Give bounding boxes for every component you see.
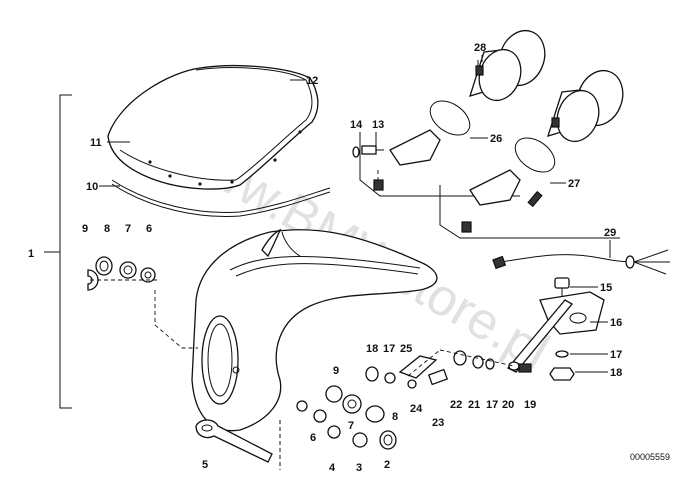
label-part-14: 14 (350, 119, 363, 131)
speedometer-assembly (359, 29, 546, 197)
label-part-11: 11 (90, 137, 102, 149)
edge-trim (111, 179, 331, 213)
cable-harness (492, 249, 670, 275)
label-part-6-left: 6 (146, 223, 152, 235)
label-part-25: 25 (400, 343, 412, 355)
label-part-13: 13 (372, 119, 384, 131)
grommet-stack-bottom (296, 385, 397, 450)
label-part-6: 6 (310, 432, 316, 444)
label-part-19: 19 (524, 399, 536, 411)
label-part-9: 9 (333, 365, 339, 377)
label-part-17-mid: 17 (486, 399, 498, 411)
label-part-2: 2 (384, 459, 390, 471)
washer-17 (555, 350, 569, 358)
label-part-10: 10 (86, 181, 98, 193)
grommet-stack-left (87, 256, 198, 349)
mounting-bracket (506, 277, 605, 373)
label-part-7-left: 7 (125, 223, 131, 235)
label-part-9-left: 9 (82, 223, 88, 235)
label-part-5: 5 (202, 459, 208, 471)
nut-18 (549, 367, 575, 381)
label-part-18-right: 18 (610, 367, 622, 379)
label-part-17: 17 (383, 343, 395, 355)
label-part-8-left: 8 (104, 223, 110, 235)
label-part-17-right: 17 (610, 349, 622, 361)
diagram-reference-number: 00005559 (630, 452, 670, 462)
fairing (191, 228, 438, 432)
windscreen (107, 64, 319, 190)
label-part-23: 23 (432, 417, 444, 429)
label-part-26: 26 (490, 133, 502, 145)
label-part-8: 8 (392, 411, 398, 423)
assembly-bracket (44, 94, 72, 409)
screw-13-14 (352, 145, 384, 158)
tachometer-assembly (439, 69, 624, 239)
label-part-3: 3 (356, 462, 362, 474)
label-part-21: 21 (468, 399, 480, 411)
label-part-1: 1 (28, 248, 34, 260)
label-part-20: 20 (502, 399, 514, 411)
label-part-7: 7 (348, 420, 354, 432)
label-part-29: 29 (604, 227, 616, 239)
label-part-24: 24 (410, 403, 423, 415)
label-part-16: 16 (610, 317, 622, 329)
wrench-tool (195, 419, 273, 463)
label-part-22: 22 (450, 399, 462, 411)
leader-lines (99, 55, 611, 373)
hardware-row-right (365, 349, 532, 389)
label-part-15: 15 (600, 282, 612, 294)
label-part-27: 27 (568, 178, 580, 190)
part-number-labels: 1 12 11 10 14 13 28 26 27 29 9 8 7 6 15 … (28, 42, 622, 474)
label-part-4: 4 (329, 462, 336, 474)
label-part-12: 12 (306, 75, 318, 87)
label-part-18: 18 (366, 343, 378, 355)
label-part-28: 28 (474, 42, 486, 54)
